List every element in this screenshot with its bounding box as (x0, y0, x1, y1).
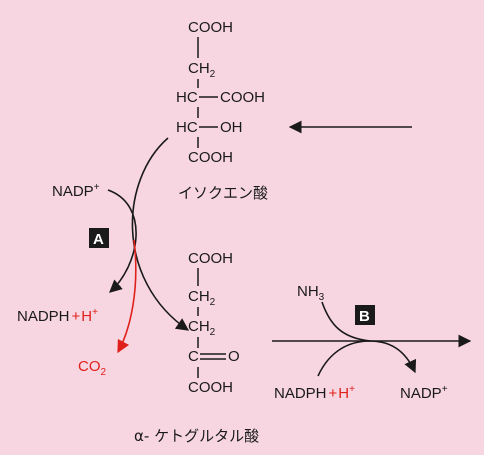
isocitrate-structure: COOH CH2 HC COOH HC OH COOH イソクエン酸 (176, 19, 268, 202)
isocitrate-top-cooh: COOH (188, 19, 233, 36)
reaction-a-label-box (89, 228, 109, 248)
nadph-h-label-b: NADPH+H+ (274, 384, 355, 402)
reaction-b-label: B (359, 308, 370, 325)
isocitrate-hc-1: HC (176, 89, 198, 106)
akg-ch2-a: CH2 (188, 288, 216, 308)
isocitrate-oh: OH (220, 119, 243, 136)
akg-name: α- ケトグルタル酸 (134, 427, 259, 445)
nadp-label-a: NADP+ (52, 182, 100, 200)
akg-o: O (228, 348, 240, 365)
isocitrate-ch2: CH2 (188, 60, 216, 80)
akg-top-cooh: COOH (188, 250, 233, 267)
reaction-b: NH3 B NADPH+H+ NADP+ (272, 283, 472, 402)
nadp-to-nadph-arrow (107, 189, 137, 293)
nadp-label-b: NADP+ (400, 384, 448, 402)
akg-bottom-cooh: COOH (188, 379, 233, 396)
isocitrate-bottom-cooh: COOH (188, 149, 233, 166)
alpha-ketoglutarate-structure: COOH CH2 CH2 C O COOH α- ケトグルタル酸 (134, 250, 259, 445)
nh3-in-curve (321, 301, 371, 342)
substrate-to-product-arrow (131, 137, 190, 331)
nadph-h-label-a: NADPH+H+ (17, 307, 98, 325)
isocitrate-name: イソクエン酸 (178, 184, 268, 202)
reaction-a-label: A (93, 231, 104, 248)
akg-c: C (188, 348, 199, 365)
reaction-a: NADP+ A NADPH+H+ CO2 (17, 137, 190, 378)
akg-ch2-b: CH2 (188, 318, 216, 338)
co2-release-arrow (117, 239, 137, 354)
nadph-to-nadp-arrow (317, 340, 417, 377)
isocitrate-cooh-right: COOH (220, 89, 265, 106)
reaction-b-label-box (355, 305, 375, 325)
isocitrate-hc-2: HC (176, 119, 198, 136)
nh3-label: NH3 (297, 283, 325, 303)
co2-label: CO2 (78, 358, 107, 378)
